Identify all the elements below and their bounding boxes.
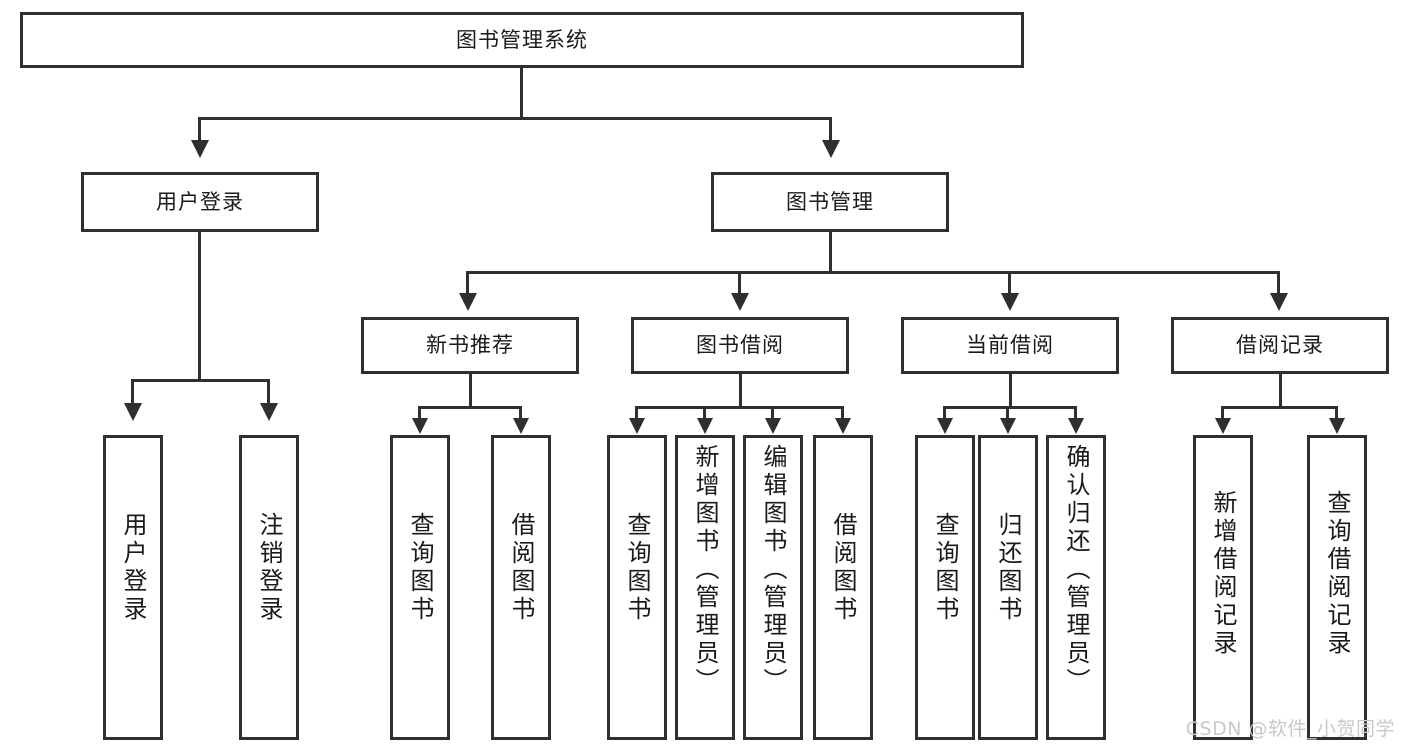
- arrowhead-to-leaf-user-login: [124, 403, 142, 421]
- leaf-logout[interactable]: 注销登录: [239, 435, 299, 740]
- node-label: 新书推荐: [426, 333, 514, 358]
- connector-bm-drop-1: [466, 271, 469, 295]
- leaf-label: 查询图书: [623, 512, 651, 624]
- connector-bb-drop-2: [703, 406, 706, 420]
- arrowhead-to-bb-leaf-1: [629, 418, 645, 434]
- connector-bookborrow-stem: [739, 374, 742, 409]
- node-label: 用户登录: [156, 189, 244, 214]
- leaf-label: 注销登录: [255, 512, 283, 624]
- connector-root-left-drop: [198, 117, 201, 142]
- arrowhead-to-leaf-logout: [260, 403, 278, 421]
- arrowhead-to-bb-leaf-3: [765, 418, 781, 434]
- node-label: 图书管理: [786, 189, 874, 214]
- connector-cb-drop-2: [1006, 406, 1009, 420]
- leaf-label: 新增图书（管理员）: [691, 444, 719, 696]
- connector-bm-drop-4: [1277, 271, 1280, 295]
- leaf-label: 查询图书: [931, 512, 959, 624]
- arrowhead-to-cb-leaf-1: [937, 418, 953, 434]
- connector-bb-drop-4: [841, 406, 844, 420]
- arrowhead-to-nb-leaf-1: [412, 418, 428, 434]
- arrowhead-to-cb-leaf-2: [1000, 418, 1016, 434]
- leaf-borrow-book-newbook[interactable]: 借阅图书: [491, 435, 551, 740]
- node-root-system[interactable]: 图书管理系统: [20, 12, 1024, 68]
- connector-user-login-drop-2: [267, 379, 270, 405]
- connector-book-manage-bus: [466, 271, 1280, 274]
- connector-currentborrow-stem: [1009, 374, 1012, 409]
- connector-cb-drop-3: [1074, 406, 1077, 420]
- connector-cb-drop-1: [943, 406, 946, 420]
- node-book-borrow[interactable]: 图书借阅: [631, 317, 849, 374]
- connector-borrowrecord-bus: [1221, 406, 1338, 409]
- arrowhead-to-cb-leaf-3: [1068, 418, 1084, 434]
- leaf-label: 归还图书: [994, 512, 1022, 624]
- node-label: 借阅记录: [1236, 333, 1324, 358]
- connector-bookborrow-bus: [635, 406, 844, 409]
- leaf-query-book-current[interactable]: 查询图书: [915, 435, 975, 740]
- leaf-label: 借阅图书: [829, 512, 857, 624]
- node-current-borrow[interactable]: 当前借阅: [901, 317, 1119, 374]
- leaf-confirm-return-admin[interactable]: 确认归还（管理员）: [1046, 435, 1106, 740]
- arrowhead-to-br-leaf-1: [1215, 418, 1231, 434]
- arrowhead-to-current-borrow: [1001, 293, 1019, 311]
- connector-root-stem: [520, 68, 523, 119]
- node-new-book-recommend[interactable]: 新书推荐: [361, 317, 579, 374]
- leaf-label: 新增借阅记录: [1209, 490, 1237, 658]
- arrowhead-to-user-login: [191, 140, 209, 158]
- connector-root-right-drop: [829, 117, 832, 142]
- leaf-borrow-book-bb[interactable]: 借阅图书: [813, 435, 873, 740]
- leaf-label: 确认归还（管理员）: [1062, 444, 1090, 696]
- leaf-label: 查询借阅记录: [1323, 490, 1351, 658]
- connector-br-drop-1: [1221, 406, 1224, 420]
- arrowhead-to-nb-leaf-2: [513, 418, 529, 434]
- leaf-label: 用户登录: [119, 512, 147, 624]
- connector-newbook-drop-1: [418, 406, 421, 420]
- leaf-add-book-admin[interactable]: 新增图书（管理员）: [675, 435, 735, 740]
- leaf-query-borrow-record[interactable]: 查询借阅记录: [1307, 435, 1367, 740]
- arrowhead-to-book-borrow: [731, 293, 749, 311]
- leaf-label: 查询图书: [406, 512, 434, 624]
- connector-newbook-bus: [418, 406, 522, 409]
- leaf-edit-book-admin[interactable]: 编辑图书（管理员）: [743, 435, 803, 740]
- leaf-label: 借阅图书: [507, 512, 535, 624]
- connector-bm-drop-3: [1008, 271, 1011, 295]
- connector-currentborrow-bus: [943, 406, 1077, 409]
- connector-user-login-drop-1: [131, 379, 134, 405]
- connector-book-manage-stem: [829, 232, 832, 273]
- node-label: 图书管理系统: [456, 27, 588, 52]
- node-borrow-record[interactable]: 借阅记录: [1171, 317, 1389, 374]
- connector-newbook-drop-2: [519, 406, 522, 420]
- arrowhead-to-br-leaf-2: [1329, 418, 1345, 434]
- connector-user-login-bus: [131, 379, 270, 382]
- connector-root-bus: [198, 117, 832, 120]
- arrowhead-to-book-manage: [822, 140, 840, 158]
- connector-bb-drop-1: [635, 406, 638, 420]
- node-book-manage[interactable]: 图书管理: [711, 172, 949, 232]
- leaf-query-book-newbook[interactable]: 查询图书: [390, 435, 450, 740]
- arrowhead-to-new-book: [459, 293, 477, 311]
- arrowhead-to-borrow-record: [1270, 293, 1288, 311]
- leaf-add-borrow-record[interactable]: 新增借阅记录: [1193, 435, 1253, 740]
- node-user-login[interactable]: 用户登录: [81, 172, 319, 232]
- connector-bb-drop-3: [771, 406, 774, 420]
- arrowhead-to-bb-leaf-4: [835, 418, 851, 434]
- arrowhead-to-bb-leaf-2: [697, 418, 713, 434]
- connector-br-drop-2: [1335, 406, 1338, 420]
- node-label: 图书借阅: [696, 333, 784, 358]
- leaf-return-book[interactable]: 归还图书: [978, 435, 1038, 740]
- connector-borrowrecord-stem: [1279, 374, 1282, 409]
- node-label: 当前借阅: [966, 333, 1054, 358]
- connector-newbook-stem: [469, 374, 472, 409]
- connector-user-login-stem: [198, 232, 201, 382]
- connector-bm-drop-2: [738, 271, 741, 295]
- leaf-label: 编辑图书（管理员）: [759, 444, 787, 696]
- leaf-query-book-borrow[interactable]: 查询图书: [607, 435, 667, 740]
- leaf-user-login[interactable]: 用户登录: [103, 435, 163, 740]
